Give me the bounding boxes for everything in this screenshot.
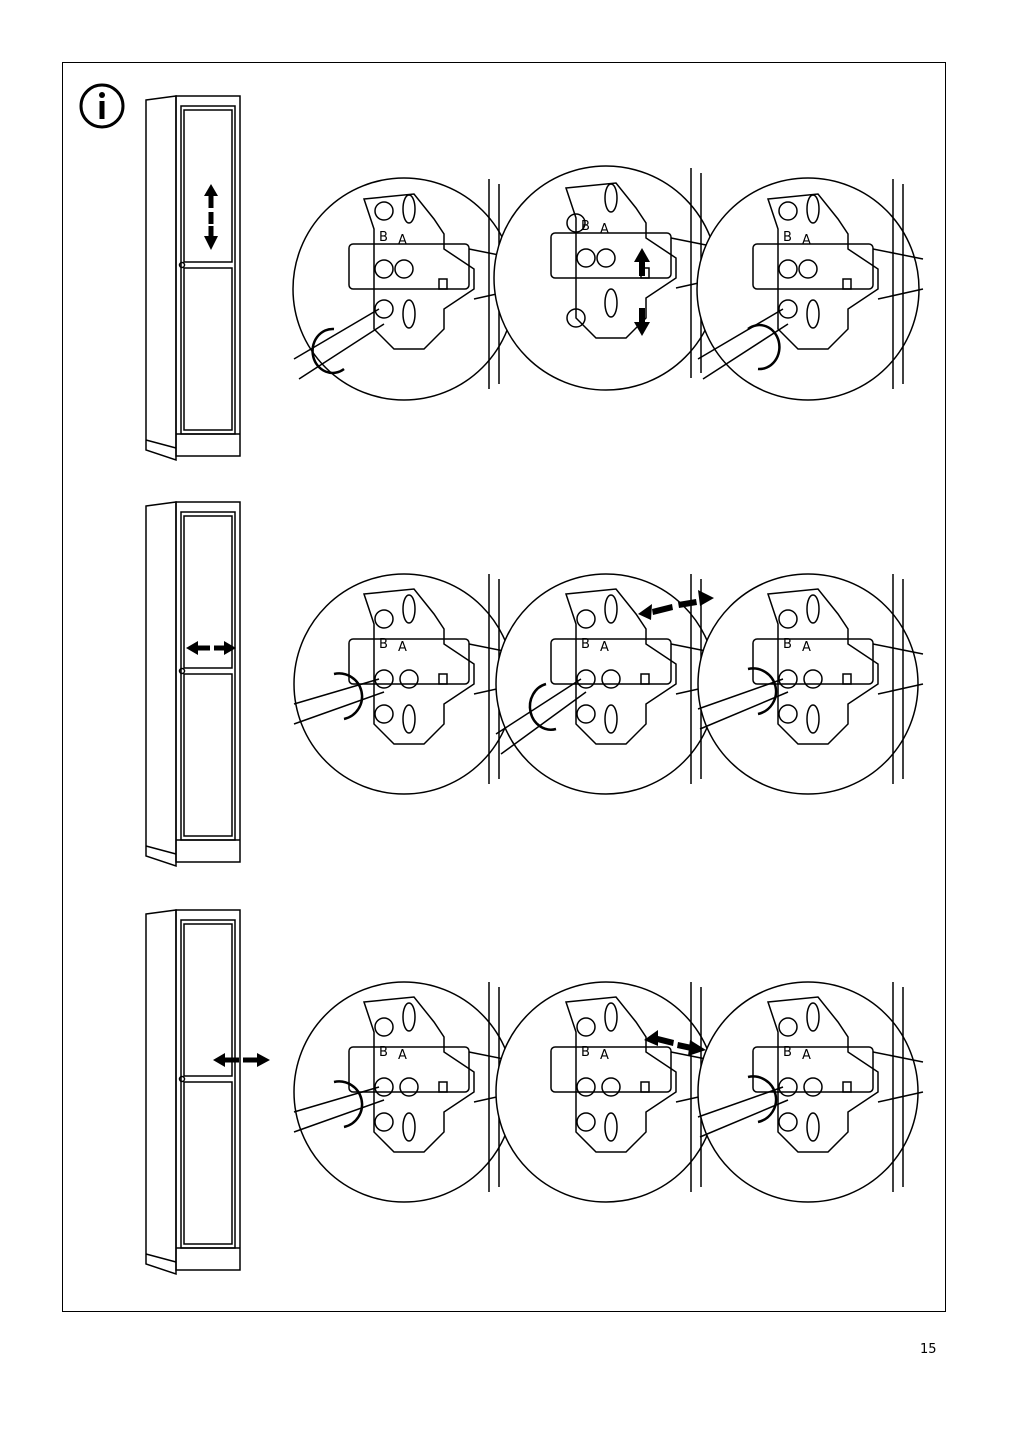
bookcase-illustration <box>145 909 241 1276</box>
hinge-detail-2: B A <box>495 981 722 1203</box>
hinge-detail-3: B A <box>697 573 924 795</box>
page-number: 15 <box>920 1342 937 1357</box>
hinge-label-a: A <box>398 640 407 655</box>
step-illustration: B A <box>145 909 924 1276</box>
hinge-label-b: B <box>783 1045 792 1060</box>
hinge-label-b: B <box>581 637 590 652</box>
hinge-label-a: A <box>600 222 609 237</box>
hinge-label-b: B <box>379 230 388 245</box>
bookcase-illustration <box>145 95 241 462</box>
step-row-lateral: B A <box>0 494 1012 894</box>
hinge-label-a: A <box>600 640 609 655</box>
hinge-detail-2: B A <box>495 573 722 795</box>
hinge-label-a: A <box>600 1048 609 1063</box>
hinge-label-b: B <box>379 1045 388 1060</box>
step-row-depth: B A <box>0 900 1012 1300</box>
bookcase-illustration <box>145 501 241 868</box>
step-illustration: B A <box>145 95 924 462</box>
instruction-frame <box>62 62 946 1312</box>
horizontal-arrow-icon <box>213 1053 270 1067</box>
hinge-label-b: B <box>581 219 590 234</box>
hinge-label-a: A <box>398 233 407 248</box>
hinge-label-b: B <box>783 230 792 245</box>
hinge-label-b: B <box>379 637 388 652</box>
horizontal-arrow-icon <box>186 641 236 655</box>
hinge-detail-1: B A <box>293 573 520 795</box>
hinge-label-a: A <box>398 1048 407 1063</box>
hinge-detail-3: B A <box>696 177 924 401</box>
hinge-detail-1: B A <box>293 981 520 1203</box>
vertical-arrow-icon <box>204 184 218 250</box>
hinge-detail-1: B A <box>292 177 520 401</box>
hinge-label-a: A <box>802 1048 811 1063</box>
hinge-label-a: A <box>802 640 811 655</box>
info-icon <box>79 83 125 129</box>
step-row-vertical: B A <box>0 90 1012 490</box>
hinge-detail-3: B A <box>697 981 924 1203</box>
hinge-detail-2: B A <box>493 165 722 391</box>
hinge-label-a: A <box>802 233 811 248</box>
hinge-label-b: B <box>783 637 792 652</box>
step-illustration: B A <box>145 501 924 868</box>
hinge-label-b: B <box>581 1045 590 1060</box>
